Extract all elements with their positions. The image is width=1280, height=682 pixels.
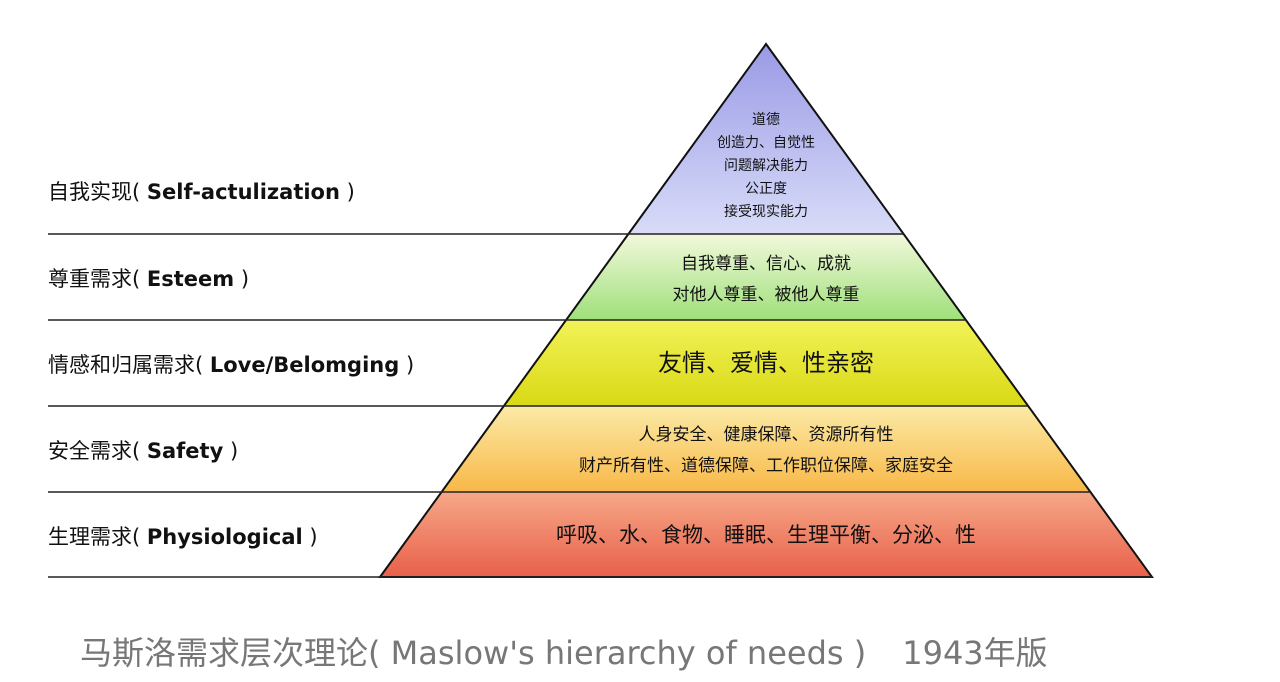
pyramid-tier-physiological	[380, 492, 1152, 577]
tier-item: 呼吸、水、食物、睡眠、生理平衡、分泌、性	[556, 523, 976, 547]
tier-item: 问题解决能力	[724, 158, 808, 174]
level-label-safety: 安全需求( Safety )	[48, 439, 239, 463]
tier-item: 友情、爱情、性亲密	[658, 349, 874, 377]
pyramid-tier-safety	[441, 406, 1091, 492]
caption-title: 马斯洛需求层次理论( Maslow's hierarchy of needs )	[80, 634, 867, 672]
level-label-esteem: 尊重需求( Esteem )	[48, 267, 250, 291]
pyramid-tier-self-actualization	[628, 44, 904, 234]
tier-item: 道德	[752, 112, 780, 128]
tier-item: 接受现实能力	[724, 204, 808, 220]
tier-text-physiological: 呼吸、水、食物、睡眠、生理平衡、分泌、性	[466, 519, 1066, 551]
level-label-love-belonging: 情感和归属需求( Love/Belomging )	[48, 353, 415, 377]
tier-text-esteem: 自我尊重、信心、成就 对他人尊重、被他人尊重	[616, 249, 916, 311]
level-label-physiological: 生理需求( Physiological )	[48, 525, 318, 549]
level-label-self-actualization: 自我实现( Self-actulization )	[48, 180, 355, 204]
caption-year: 1943年版	[902, 634, 1048, 672]
pyramid-tier-love-belonging	[503, 320, 1029, 406]
tier-item: 创造力、自觉性	[717, 135, 815, 151]
tier-text-love-belonging: 友情、爱情、性亲密	[616, 346, 916, 380]
tier-text-self-actualization: 道德 创造力、自觉性 问题解决能力 公正度 接受现实能力	[666, 109, 866, 224]
tier-item: 对他人尊重、被他人尊重	[672, 285, 860, 305]
pyramid-tier-esteem	[566, 234, 966, 320]
tier-item: 公正度	[745, 181, 787, 197]
caption: 马斯洛需求层次理论( Maslow's hierarchy of needs )…	[80, 628, 1048, 674]
tier-item: 人身安全、健康保障、资源所有性	[638, 425, 894, 445]
tier-item: 财产所有性、道德保障、工作职位保障、家庭安全	[579, 456, 953, 476]
tier-item: 自我尊重、信心、成就	[681, 254, 851, 274]
tier-text-safety: 人身安全、健康保障、资源所有性 财产所有性、道德保障、工作职位保障、家庭安全	[516, 420, 1016, 482]
